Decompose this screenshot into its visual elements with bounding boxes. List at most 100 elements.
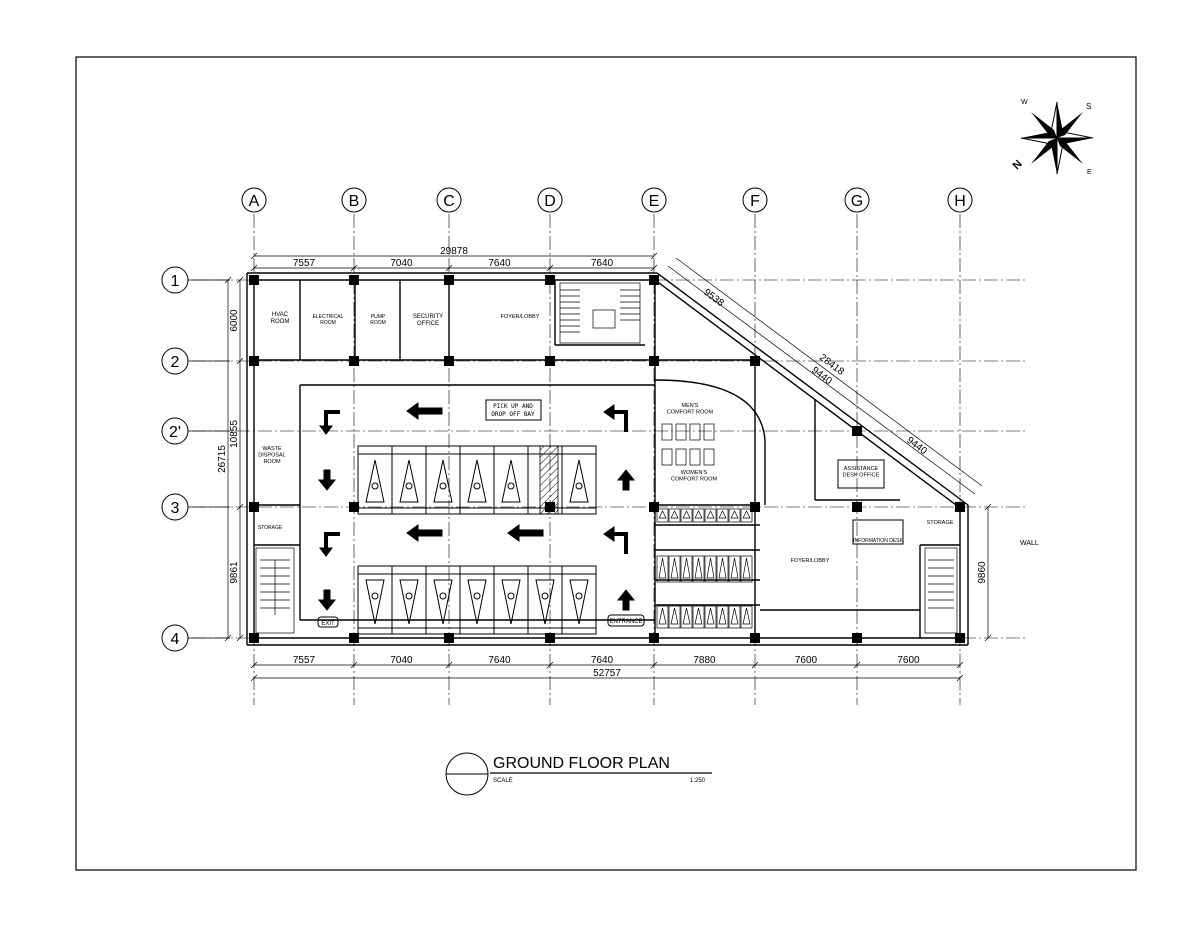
toilet-stall	[740, 508, 753, 523]
dimension-label: 10855	[229, 420, 240, 448]
parking-stall	[391, 445, 427, 515]
scale-label: SCALE	[493, 778, 513, 784]
toilet	[703, 448, 715, 466]
column	[750, 356, 760, 366]
column	[349, 356, 359, 366]
compass-icon: N S W E	[1011, 99, 1094, 176]
toilet-stall	[692, 605, 705, 629]
toilet-stall	[680, 605, 693, 629]
toilet-stall	[716, 605, 729, 629]
parking-stall	[527, 565, 563, 635]
column	[249, 502, 259, 512]
svg-text:N: N	[1011, 158, 1025, 172]
dimension-lines	[224, 252, 992, 682]
pickup-box	[485, 399, 542, 421]
arrow-up-icon	[616, 469, 636, 491]
svg-text:W: W	[1021, 99, 1028, 106]
svg-text:S: S	[1086, 102, 1091, 111]
title-block: GROUND FLOOR PLAN SCALE 1:250	[445, 752, 712, 796]
parking-stall	[561, 445, 597, 515]
grid-bubble-col: D	[537, 187, 563, 213]
toilet-stall	[668, 555, 681, 583]
urinal	[661, 423, 673, 441]
grid-lines	[192, 214, 1028, 705]
svg-text:3: 3	[171, 500, 180, 517]
dimension-label: 9861	[229, 561, 240, 584]
hatched-stall	[539, 445, 559, 515]
dimension-label: 9860	[977, 561, 988, 584]
toilet-stall	[716, 508, 729, 523]
dimension-label: 29878	[440, 246, 468, 257]
toilet-stall	[680, 555, 693, 583]
dimension-label: 7640	[488, 655, 511, 666]
grid-bubble-row: 4	[161, 624, 230, 652]
toilet-stall	[704, 508, 717, 523]
column	[349, 633, 359, 643]
arrow-down-icon	[317, 589, 337, 611]
parking-stall	[425, 565, 461, 635]
stair-left	[255, 547, 295, 634]
parking-stall	[357, 445, 393, 515]
toilet-fixtures	[656, 423, 753, 629]
dimension-label: 7880	[693, 655, 716, 666]
entrance-box	[607, 614, 645, 627]
grid-bubble-row: 3	[161, 493, 230, 521]
dimension-label: 7557	[293, 258, 316, 269]
arrow-down-icon	[317, 469, 337, 491]
svg-text:D: D	[544, 193, 556, 210]
toilet-stall	[656, 605, 669, 629]
assistance-box	[837, 459, 885, 489]
traffic-arrows	[317, 402, 636, 611]
column	[545, 356, 555, 366]
toilet-stall	[728, 555, 741, 583]
structural-columns	[249, 275, 965, 643]
toilet	[689, 448, 701, 466]
urinal	[703, 423, 715, 441]
dimension-label: 7600	[897, 655, 920, 666]
dimension-label: 7040	[390, 258, 413, 269]
column	[349, 275, 359, 285]
toilet	[661, 448, 673, 466]
svg-text:A: A	[249, 193, 260, 210]
exit-box	[317, 616, 339, 628]
arrow-left-icon	[406, 524, 443, 542]
dimension-label: 7640	[591, 655, 614, 666]
toilet-stall	[692, 508, 705, 523]
pickup-label-1: PICK UP AND	[493, 403, 533, 410]
parking-stall	[493, 445, 529, 515]
toilet-stall	[740, 605, 753, 629]
toilet-stall	[704, 555, 717, 583]
stair-right	[924, 547, 958, 634]
entrance-label: ENTRANCE	[609, 619, 642, 625]
column	[750, 633, 760, 643]
column	[545, 633, 555, 643]
column	[249, 275, 259, 285]
dimension-label: 6000	[229, 309, 240, 332]
parking-stall	[391, 565, 427, 635]
toilet-stall	[740, 555, 753, 583]
column	[249, 356, 259, 366]
dimension-label: 7600	[795, 655, 818, 666]
toilet-stall	[716, 555, 729, 583]
toilet-stall	[680, 508, 693, 523]
dimension-label: 7640	[488, 258, 511, 269]
svg-text:1: 1	[171, 273, 180, 290]
svg-text:2': 2'	[169, 424, 181, 441]
room-label-storage-right: STORAGE	[927, 520, 954, 526]
svg-text:G: G	[851, 193, 863, 210]
grid-bubble-col: B	[341, 187, 367, 213]
svg-text:2: 2	[171, 354, 180, 371]
building-outline	[246, 272, 969, 646]
svg-text:H: H	[954, 193, 966, 210]
parking-stall	[459, 565, 495, 635]
dimension-label: 7640	[591, 258, 614, 269]
grid-bubble-row: 2'	[161, 417, 230, 445]
column	[444, 633, 454, 643]
